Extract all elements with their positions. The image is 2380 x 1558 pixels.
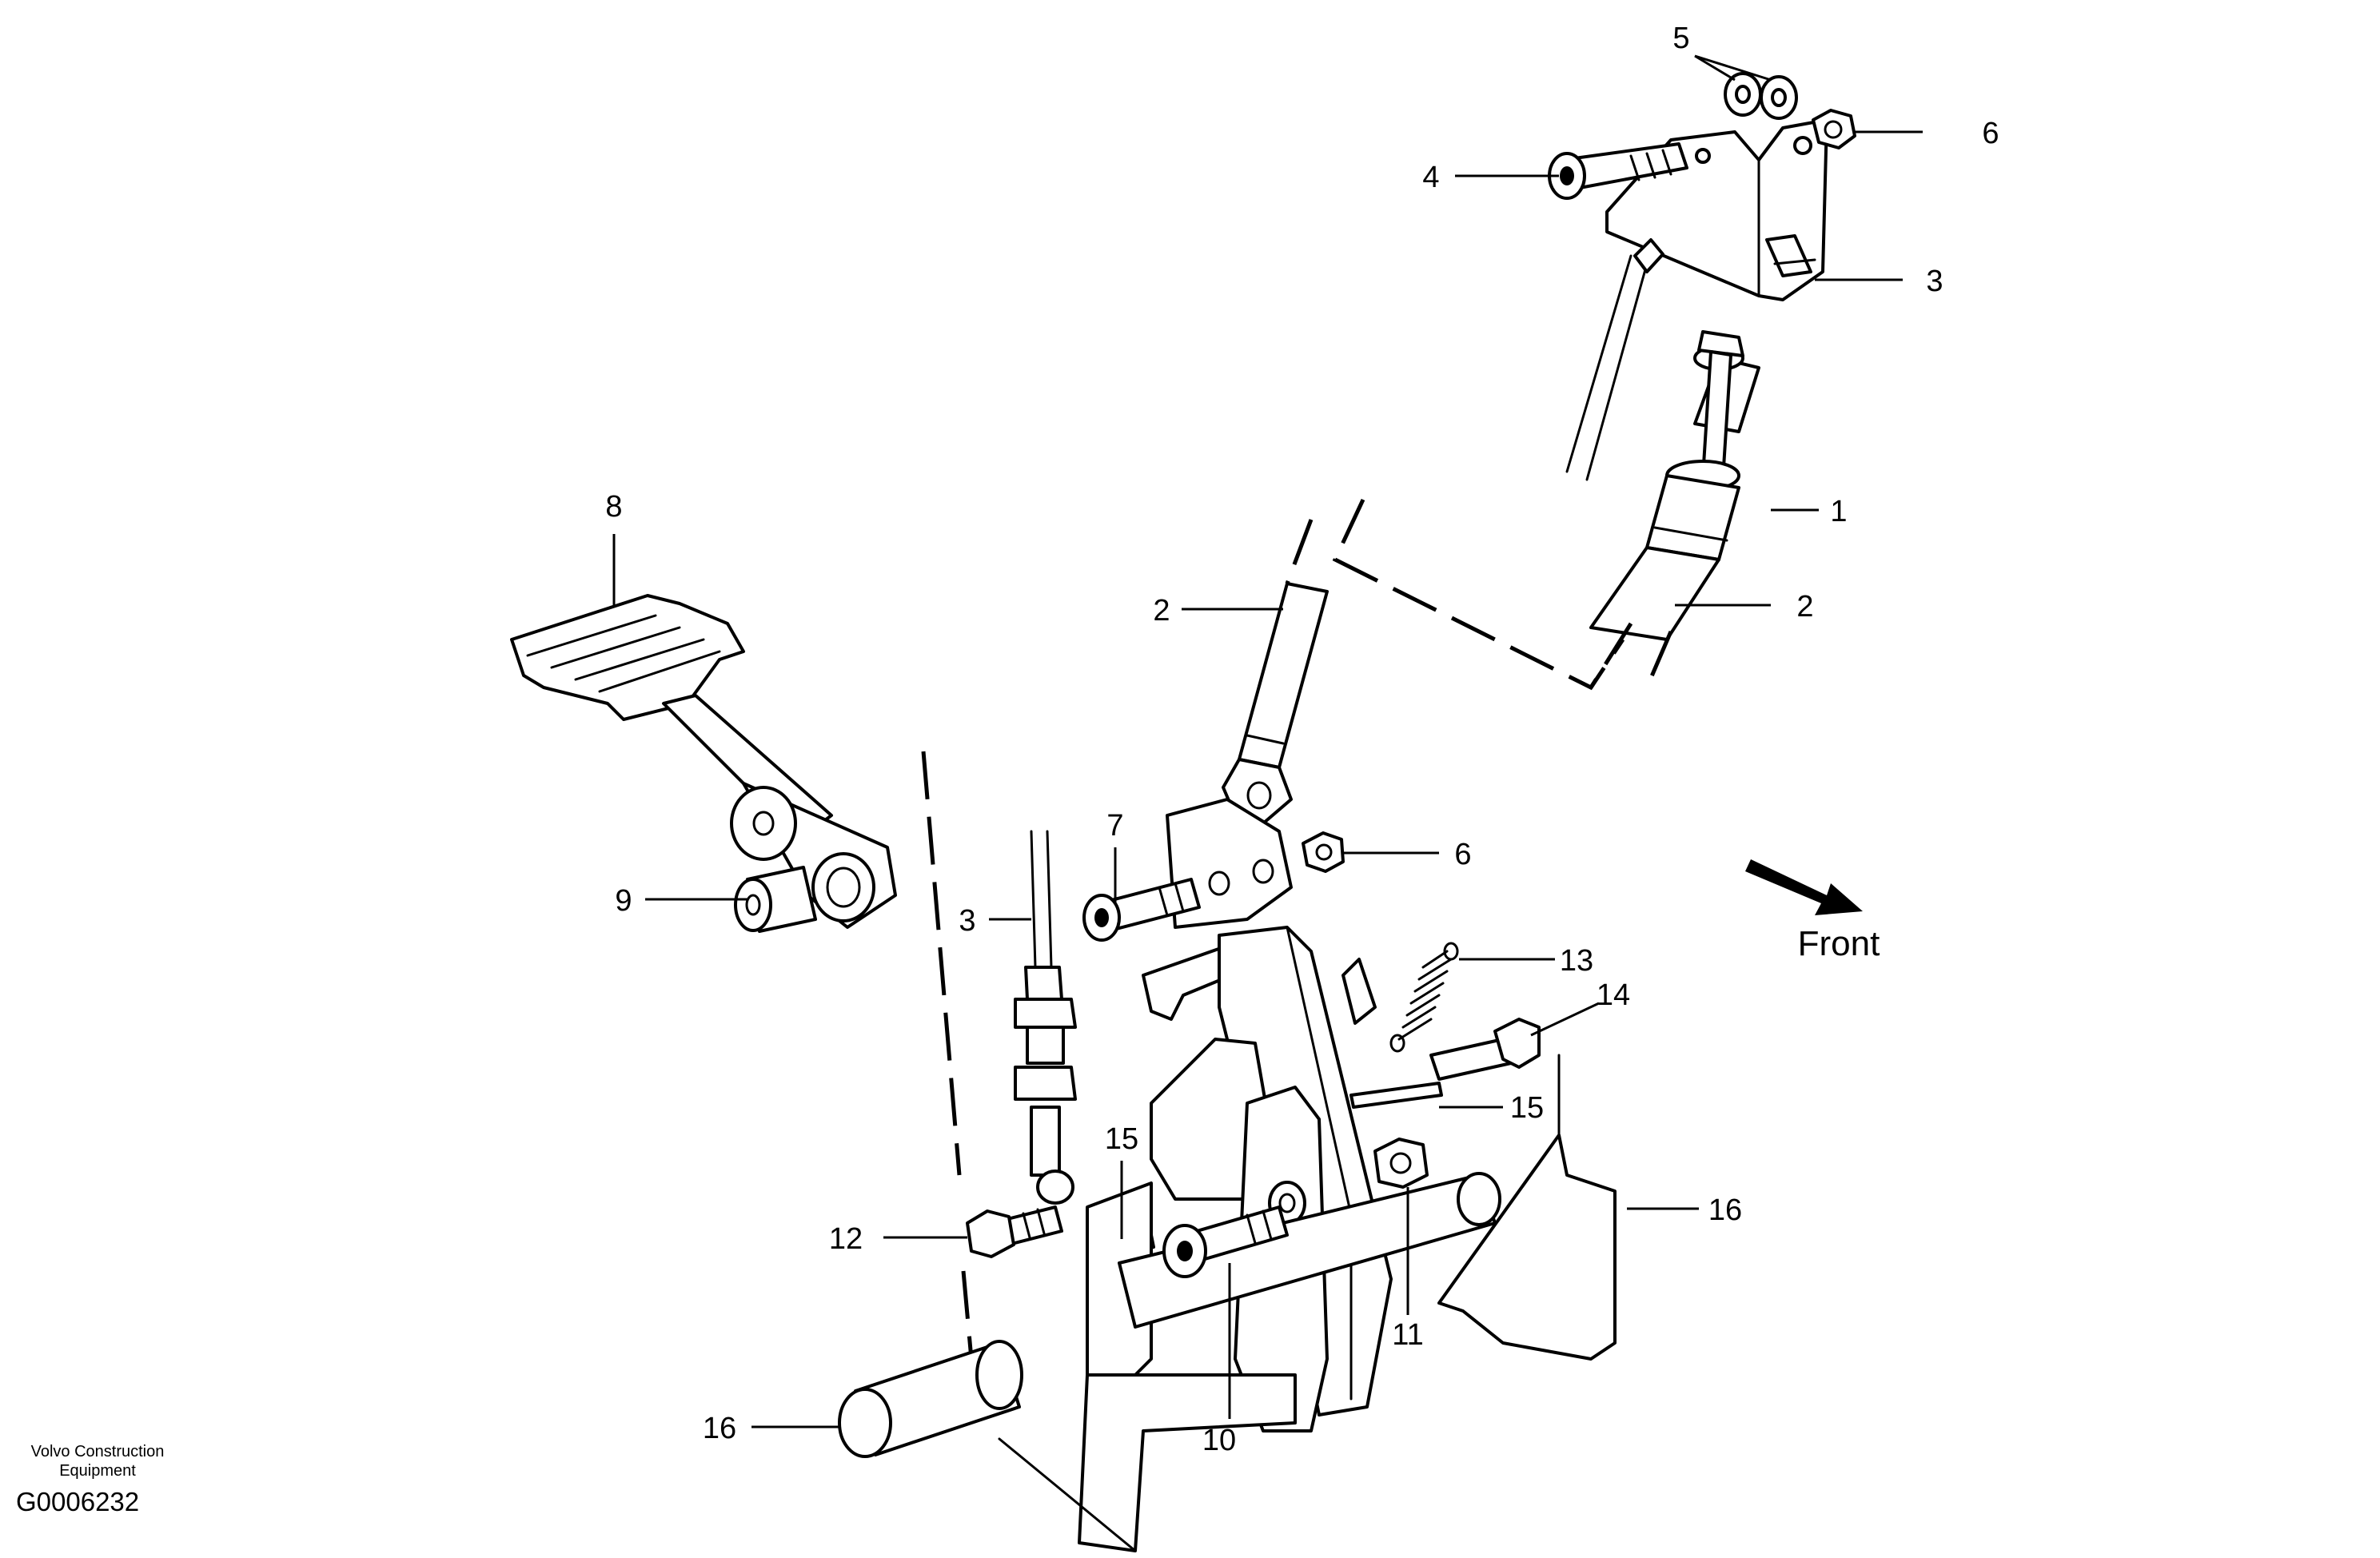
clevis-bracket: [1166, 798, 1293, 929]
washers-5: [1724, 72, 1798, 120]
callout-13: 13: [1560, 944, 1593, 978]
callout-4: 4: [1422, 161, 1439, 194]
callout-16-right: 16: [1708, 1193, 1742, 1227]
gas-spring-lower: [1222, 582, 1329, 825]
sleeve-16: [838, 1340, 1023, 1458]
callout-1: 1: [1830, 495, 1847, 528]
callout-6-top: 6: [1982, 117, 1999, 150]
leader-lines: [612, 54, 1923, 1428]
bolt-12: [966, 1205, 1063, 1258]
callout-15-left: 15: [1105, 1122, 1138, 1156]
callout-6-mid: 6: [1454, 838, 1471, 871]
nut-11: [1373, 1138, 1429, 1189]
pedal: [510, 594, 897, 929]
bolt-4: [1548, 142, 1688, 200]
bolt-14: [1429, 1018, 1541, 1081]
callout-9: 9: [615, 884, 632, 918]
upper-bracket: [1605, 118, 1828, 301]
nut-6-top: [1812, 109, 1856, 149]
callout-3-cable: 3: [959, 904, 975, 938]
callout-12: 12: [829, 1222, 863, 1256]
shaft: [1118, 1172, 1501, 1329]
gas-spring-upper: [1589, 330, 1760, 641]
callout-16-left: 16: [703, 1412, 736, 1445]
drawing-number: G0006232: [16, 1487, 139, 1516]
callout-7: 7: [1106, 809, 1123, 843]
callout-11: 11: [1392, 1318, 1423, 1352]
bolt-10: [1162, 1205, 1289, 1278]
lever-assembly: [1142, 926, 1393, 1432]
company-name-line2: Equipment: [59, 1462, 136, 1480]
cable-assembly: [1014, 830, 1077, 1205]
company-name-line1: Volvo Construction: [31, 1443, 165, 1460]
callout-3-top: 3: [1926, 265, 1943, 298]
callout-14: 14: [1597, 978, 1630, 1012]
callout-5: 5: [1672, 22, 1689, 55]
callout-10: 10: [1202, 1424, 1236, 1457]
bushing-9: [734, 866, 817, 933]
nut-6-mid: [1302, 831, 1345, 873]
footer: Volvo Construction Equipment G0006232: [16, 1443, 164, 1516]
front-label: Front: [1798, 924, 1880, 963]
spring-13: [1389, 942, 1459, 1053]
callout-15-right: 15: [1510, 1091, 1544, 1125]
front-arrow-icon: [1745, 859, 1863, 915]
callout-2-right: 2: [1796, 590, 1813, 624]
callouts: 1 2 2 3 3 4 5 6 6 7 8 9 10 11 12 13 14 1…: [605, 22, 1999, 1457]
bolt-7: [1082, 878, 1201, 942]
callout-2-left: 2: [1153, 594, 1170, 628]
callout-8: 8: [605, 490, 622, 524]
